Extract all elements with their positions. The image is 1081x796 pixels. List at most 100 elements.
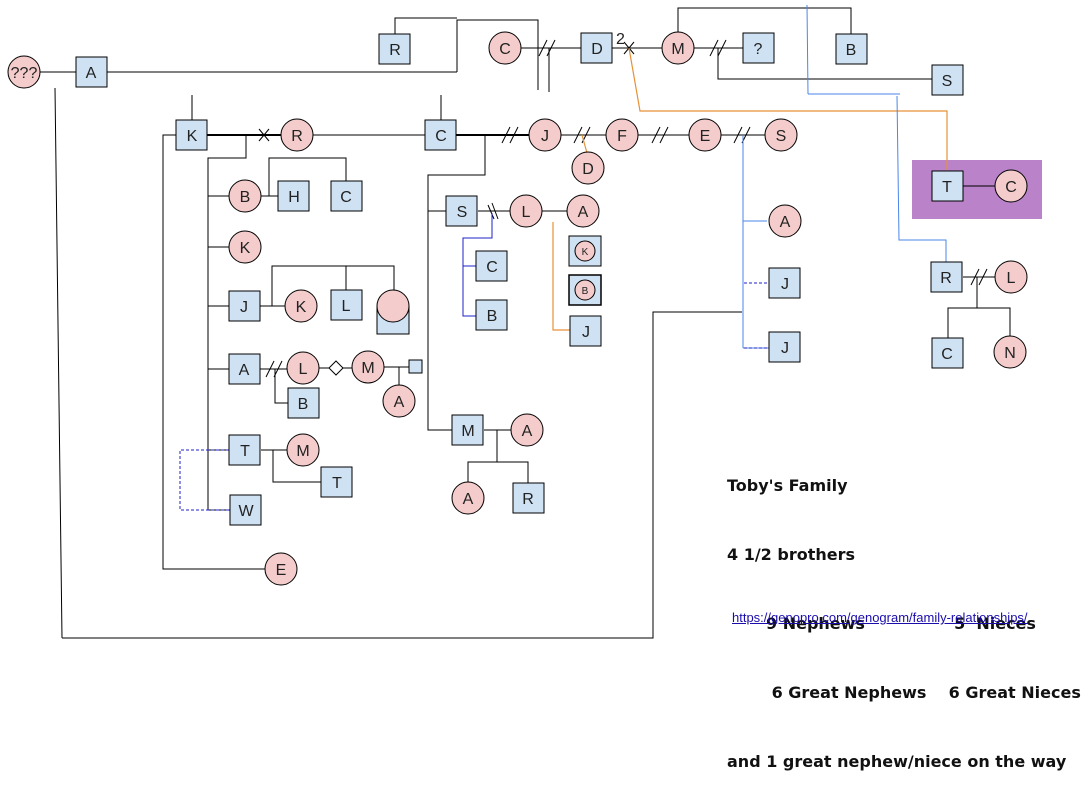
node-R-top: R bbox=[378, 33, 411, 65]
svg-text:A: A bbox=[578, 204, 589, 221]
legend-line: 4 1/2 brothers bbox=[727, 545, 856, 564]
dark-blue-line bbox=[462, 213, 493, 317]
svg-text:B: B bbox=[846, 42, 857, 59]
node-L3: L bbox=[330, 289, 363, 321]
line bbox=[394, 17, 457, 34]
legend-line: 6 Great Nephews 6 Great Nieces bbox=[727, 683, 1081, 702]
node-J-right2: J bbox=[768, 331, 801, 363]
svg-text:M: M bbox=[461, 423, 474, 440]
svg-text:C: C bbox=[499, 41, 511, 58]
line bbox=[977, 307, 1011, 338]
node-A4: A bbox=[228, 353, 261, 385]
node-A-low2: A bbox=[451, 481, 485, 515]
svg-text:A: A bbox=[86, 65, 97, 82]
svg-text:L: L bbox=[299, 361, 308, 378]
line bbox=[677, 7, 852, 34]
line bbox=[509, 126, 519, 144]
svg-text:R: R bbox=[291, 128, 303, 145]
svg-text:C: C bbox=[941, 346, 953, 363]
svg-text:K: K bbox=[240, 240, 251, 257]
svg-text:E: E bbox=[700, 128, 711, 145]
svg-text:K: K bbox=[296, 299, 307, 316]
svg-text:E: E bbox=[276, 562, 287, 579]
node-K3: K bbox=[284, 289, 318, 323]
blue-line bbox=[806, 4, 809, 95]
svg-text:A: A bbox=[463, 491, 474, 508]
svg-text:B: B bbox=[240, 189, 251, 206]
svg-text:F: F bbox=[617, 128, 627, 145]
line bbox=[274, 369, 288, 404]
blue-line bbox=[896, 95, 947, 262]
svg-text:???: ??? bbox=[11, 65, 38, 82]
dark-blue-line bbox=[179, 449, 229, 511]
node-D-top: D bbox=[580, 32, 613, 64]
line bbox=[659, 126, 669, 144]
node-S-mid: S bbox=[445, 195, 478, 227]
line bbox=[271, 265, 395, 306]
node-C-top: C bbox=[488, 31, 522, 65]
line bbox=[207, 135, 247, 511]
line bbox=[717, 48, 932, 80]
node-M-top: M bbox=[661, 31, 695, 65]
line bbox=[265, 360, 275, 378]
node-K-main: K bbox=[175, 119, 208, 151]
svg-text:A: A bbox=[239, 362, 250, 379]
line bbox=[272, 450, 321, 483]
svg-text:J: J bbox=[582, 324, 590, 341]
svg-text:S: S bbox=[457, 204, 468, 221]
svg-text:?: ? bbox=[754, 41, 763, 58]
node-B1: B bbox=[228, 179, 262, 213]
line bbox=[709, 39, 719, 57]
pregnancy-diamond bbox=[328, 360, 344, 376]
node-Q-top: ? bbox=[742, 32, 775, 64]
node-T5: T bbox=[228, 434, 261, 466]
node-J3: J bbox=[228, 290, 261, 322]
svg-text:A: A bbox=[780, 214, 791, 231]
svg-text:W: W bbox=[238, 503, 254, 520]
node-J-mid: J bbox=[569, 315, 602, 347]
svg-text:D: D bbox=[591, 41, 603, 58]
line bbox=[546, 39, 556, 57]
node-T5b: T bbox=[320, 466, 353, 498]
svg-text:C: C bbox=[435, 128, 447, 145]
svg-text:N: N bbox=[1004, 345, 1016, 362]
line bbox=[456, 19, 539, 90]
node-M5: M bbox=[286, 433, 320, 467]
svg-text:T: T bbox=[942, 179, 952, 196]
node-K-small: K bbox=[568, 235, 602, 267]
line bbox=[978, 268, 988, 286]
line bbox=[651, 126, 661, 144]
node-B-mid: B bbox=[475, 299, 508, 331]
line bbox=[491, 202, 499, 220]
line bbox=[467, 430, 498, 484]
node-A-right: A bbox=[768, 204, 802, 238]
line bbox=[62, 311, 742, 639]
node-F-main: F bbox=[605, 118, 639, 152]
svg-text:J: J bbox=[781, 340, 789, 357]
line bbox=[717, 39, 727, 57]
node-unknown: ??? bbox=[7, 55, 41, 89]
marriage-count: 2 bbox=[616, 31, 625, 48]
node-A4b: A bbox=[382, 384, 416, 418]
family-legend: Toby's Family 4 1/2 brothers 9 Nephews 5… bbox=[727, 428, 1081, 796]
svg-text:D: D bbox=[582, 161, 594, 178]
svg-text:H: H bbox=[288, 189, 300, 206]
svg-text:L: L bbox=[1007, 270, 1016, 287]
source-link[interactable]: https://genopro.com/genogram/family-rela… bbox=[732, 610, 1028, 625]
svg-text:C: C bbox=[340, 189, 352, 206]
svg-text:S: S bbox=[942, 73, 953, 90]
node-T-purple: T bbox=[931, 170, 964, 202]
node-C-far: C bbox=[931, 337, 964, 369]
svg-text:B: B bbox=[487, 308, 498, 325]
node-S-top: S bbox=[931, 64, 964, 96]
node-R-main: R bbox=[280, 118, 314, 152]
svg-text:T: T bbox=[332, 475, 342, 492]
line bbox=[162, 134, 265, 570]
node-J-right1: J bbox=[768, 267, 801, 299]
node-B-top: B bbox=[835, 33, 868, 65]
legend-line: and 1 great nephew/niece on the way bbox=[727, 752, 1067, 771]
node-B4: B bbox=[287, 387, 320, 419]
line bbox=[258, 128, 270, 142]
line bbox=[573, 126, 583, 144]
svg-text:M: M bbox=[671, 41, 684, 58]
